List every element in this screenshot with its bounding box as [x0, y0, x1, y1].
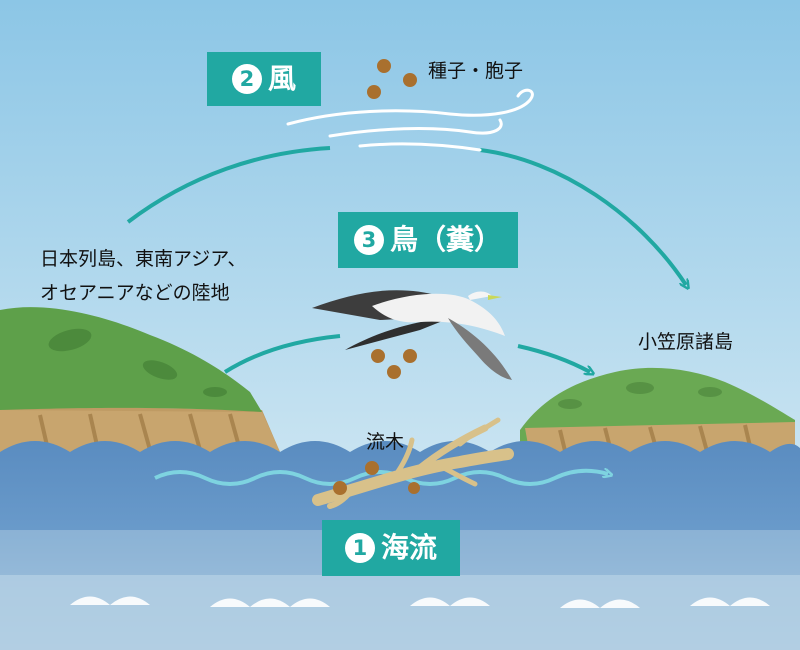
wind-swirl [286, 88, 534, 152]
wind-seeds [367, 59, 417, 99]
bird-arrow-right [517, 344, 590, 372]
foreground-waves [70, 596, 770, 608]
wind-label: 風 [267, 62, 296, 95]
bird-droppings-seeds [371, 349, 417, 379]
destination-label: 小笠原諸島 [638, 331, 734, 353]
origin-label-line1: 日本列島、東南アジア、 [40, 248, 247, 270]
ocean-label: 海流 [380, 531, 437, 564]
ocean-current-arrow [154, 471, 608, 486]
seeds-spores-label: 種子・胞子 [428, 60, 524, 82]
bird-badge: 3 鳥（糞） [338, 212, 518, 268]
driftwood-label: 流木 [366, 431, 405, 453]
bird-number-icon: 3 [353, 225, 384, 255]
bird-arrow-left [223, 334, 341, 374]
seabird [312, 290, 512, 380]
wind-number-icon: 2 [231, 64, 262, 94]
bird-label: 鳥（糞） [389, 223, 502, 256]
ocean-badge: 1 海流 [322, 520, 460, 576]
driftwood [312, 417, 514, 509]
wind-arc-arrow [479, 148, 686, 285]
wind-arc-left [126, 146, 331, 224]
wind-badge: 2 風 [207, 52, 321, 106]
origin-landmass [0, 307, 280, 452]
ocean-number-icon: 1 [344, 533, 375, 563]
origin-label-line2: オセアニアなどの陸地 [40, 282, 230, 304]
driftwood-seeds [333, 461, 420, 495]
